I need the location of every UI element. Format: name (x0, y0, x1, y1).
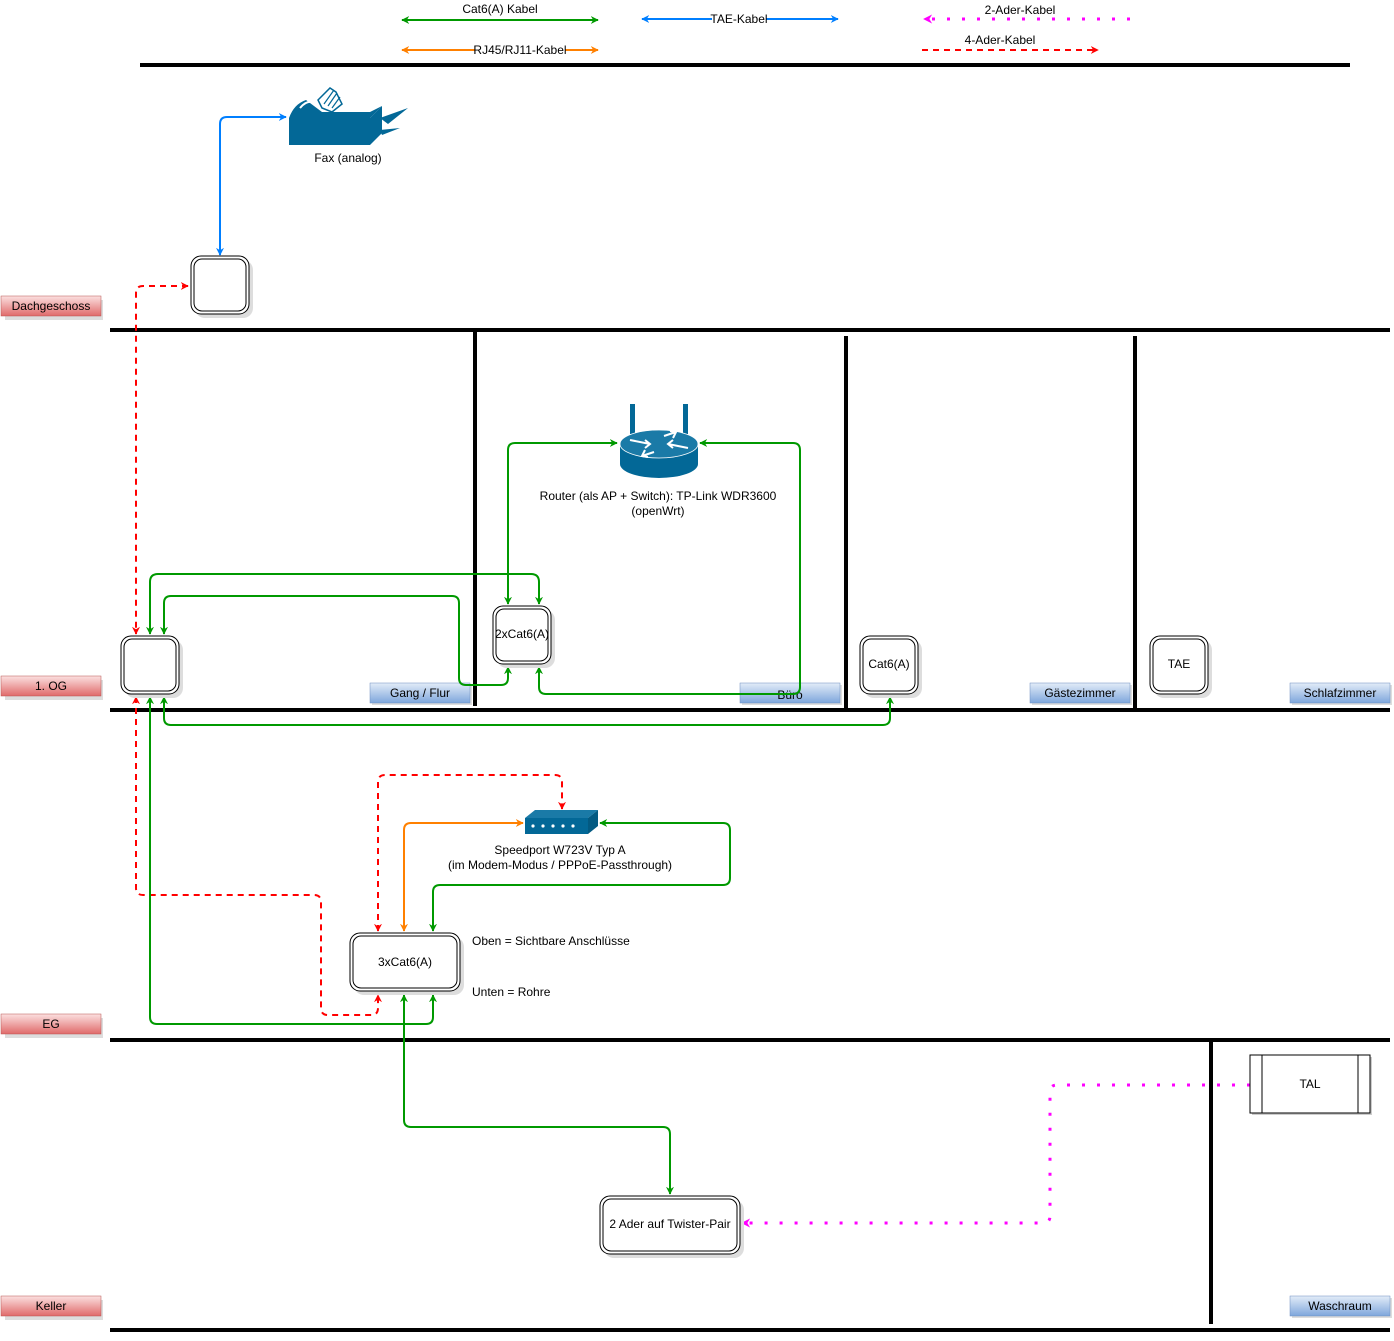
legend-two-wire-label: 2-Ader-Kabel (985, 3, 1056, 17)
socket-label: Cat6(A) (868, 657, 909, 671)
floor-badge-og1: 1. OG (0, 675, 103, 700)
router-icon (619, 404, 699, 478)
four-wire-dg-og[interactable] (132, 282, 189, 635)
fax-device[interactable]: Fax (analog) (289, 87, 408, 165)
four-wire-eg-speedport[interactable] (374, 774, 566, 932)
socket-label: 3xCat6(A) (378, 955, 432, 969)
legend-cat6-label: Cat6(A) Kabel (462, 2, 537, 16)
socket-og-gang[interactable] (120, 635, 183, 698)
router-device[interactable]: Router (als AP + Switch): TP-Link WDR360… (540, 404, 777, 518)
floor-label: Dachgeschoss (12, 299, 91, 313)
speedport-label-line1: Speedport W723V Typ A (494, 843, 625, 857)
modem-icon (525, 810, 598, 834)
legend-tae-label-bg (712, 13, 766, 25)
rj-eg-speedport[interactable] (400, 819, 524, 932)
room-badge-wasch: Waschraum (1289, 1295, 1392, 1318)
fax-label: Fax (analog) (314, 151, 381, 165)
router-label-line1: Router (als AP + Switch): TP-Link WDR360… (540, 489, 777, 503)
legend-cat6: Cat6(A) Kabel (401, 2, 599, 24)
cat6-router-buero-1[interactable] (504, 439, 618, 605)
legend-tae-label: TAE-Kabel (710, 12, 767, 26)
speedport-device[interactable]: Speedport W723V Typ A (im Modem-Modus / … (448, 810, 672, 872)
speedport-label-line2: (im Modem-Modus / PPPoE-Passthrough) (448, 858, 672, 872)
cat6-gang-buero-1[interactable] (146, 573, 543, 635)
floor-label: Keller (36, 1299, 67, 1313)
floor-label: 1. OG (35, 679, 67, 693)
socket-label: 2xCat6(A) (495, 627, 549, 641)
socket-og-buero[interactable]: 2xCat6(A) (492, 605, 555, 668)
socket-keller-twisted-pair[interactable]: 2 Ader auf Twister-Pair (599, 1195, 744, 1258)
room-label: Gästezimmer (1044, 686, 1115, 700)
fax-icon (289, 87, 408, 145)
connections (132, 113, 1250, 1228)
room-badge-schlaf: Schlafzimmer (1289, 682, 1392, 705)
two-wire-tal-keller[interactable] (741, 1083, 1250, 1228)
socket-dg[interactable] (190, 255, 253, 318)
socket-og-gaeste[interactable]: Cat6(A) (859, 635, 922, 698)
socket-eg[interactable]: 3xCat6(A) (349, 932, 464, 995)
note-bottom: Unten = Rohre (472, 985, 551, 999)
cat6-gang-buero-2[interactable] (160, 595, 512, 686)
room-label: Schlafzimmer (1304, 686, 1377, 700)
legend-tae: TAE-Kabel (641, 12, 839, 26)
cat6-eg-keller[interactable] (400, 994, 674, 1195)
socket-label: TAE (1168, 657, 1190, 671)
legend-four-wire: 4-Ader-Kabel (922, 33, 1099, 54)
legend-rj-label: RJ45/RJ11-Kabel (473, 43, 566, 57)
socket-og-schlaf[interactable]: TAE (1149, 635, 1212, 698)
legend-two-wire: 2-Ader-Kabel (923, 3, 1130, 24)
router-label-line2: (openWrt) (631, 504, 684, 518)
room-badge-gang: Gang / Flur (369, 682, 472, 705)
note-top: Oben = Sichtbare Anschlüsse (472, 934, 630, 948)
tal-label: TAL (1299, 1077, 1320, 1091)
cat6-eg-speedport[interactable] (429, 819, 731, 932)
tal-box[interactable]: TAL (1249, 1054, 1372, 1115)
room-label: Gang / Flur (390, 686, 450, 700)
floor-label: EG (42, 1017, 59, 1031)
floor-badge-keller: Keller (0, 1295, 103, 1320)
floor-badge-eg: EG (0, 1013, 103, 1038)
legend-rj-label-bg (475, 44, 565, 56)
legend: Cat6(A) Kabel TAE-Kabel RJ45/RJ11-Kabel … (401, 2, 1130, 57)
room-label: Waschraum (1308, 1299, 1372, 1313)
cat6-router-buero-2[interactable] (535, 439, 801, 695)
tae-cable-fax[interactable] (216, 113, 287, 256)
four-wire-og-eg[interactable] (132, 696, 382, 1016)
socket-label: 2 Ader auf Twister-Pair (609, 1217, 730, 1231)
floor-badge-dachgeschoss: Dachgeschoss (0, 295, 103, 320)
legend-four-wire-label: 4-Ader-Kabel (965, 33, 1036, 47)
legend-rj: RJ45/RJ11-Kabel (401, 43, 599, 57)
room-badge-gaeste: Gästezimmer (1029, 682, 1132, 705)
